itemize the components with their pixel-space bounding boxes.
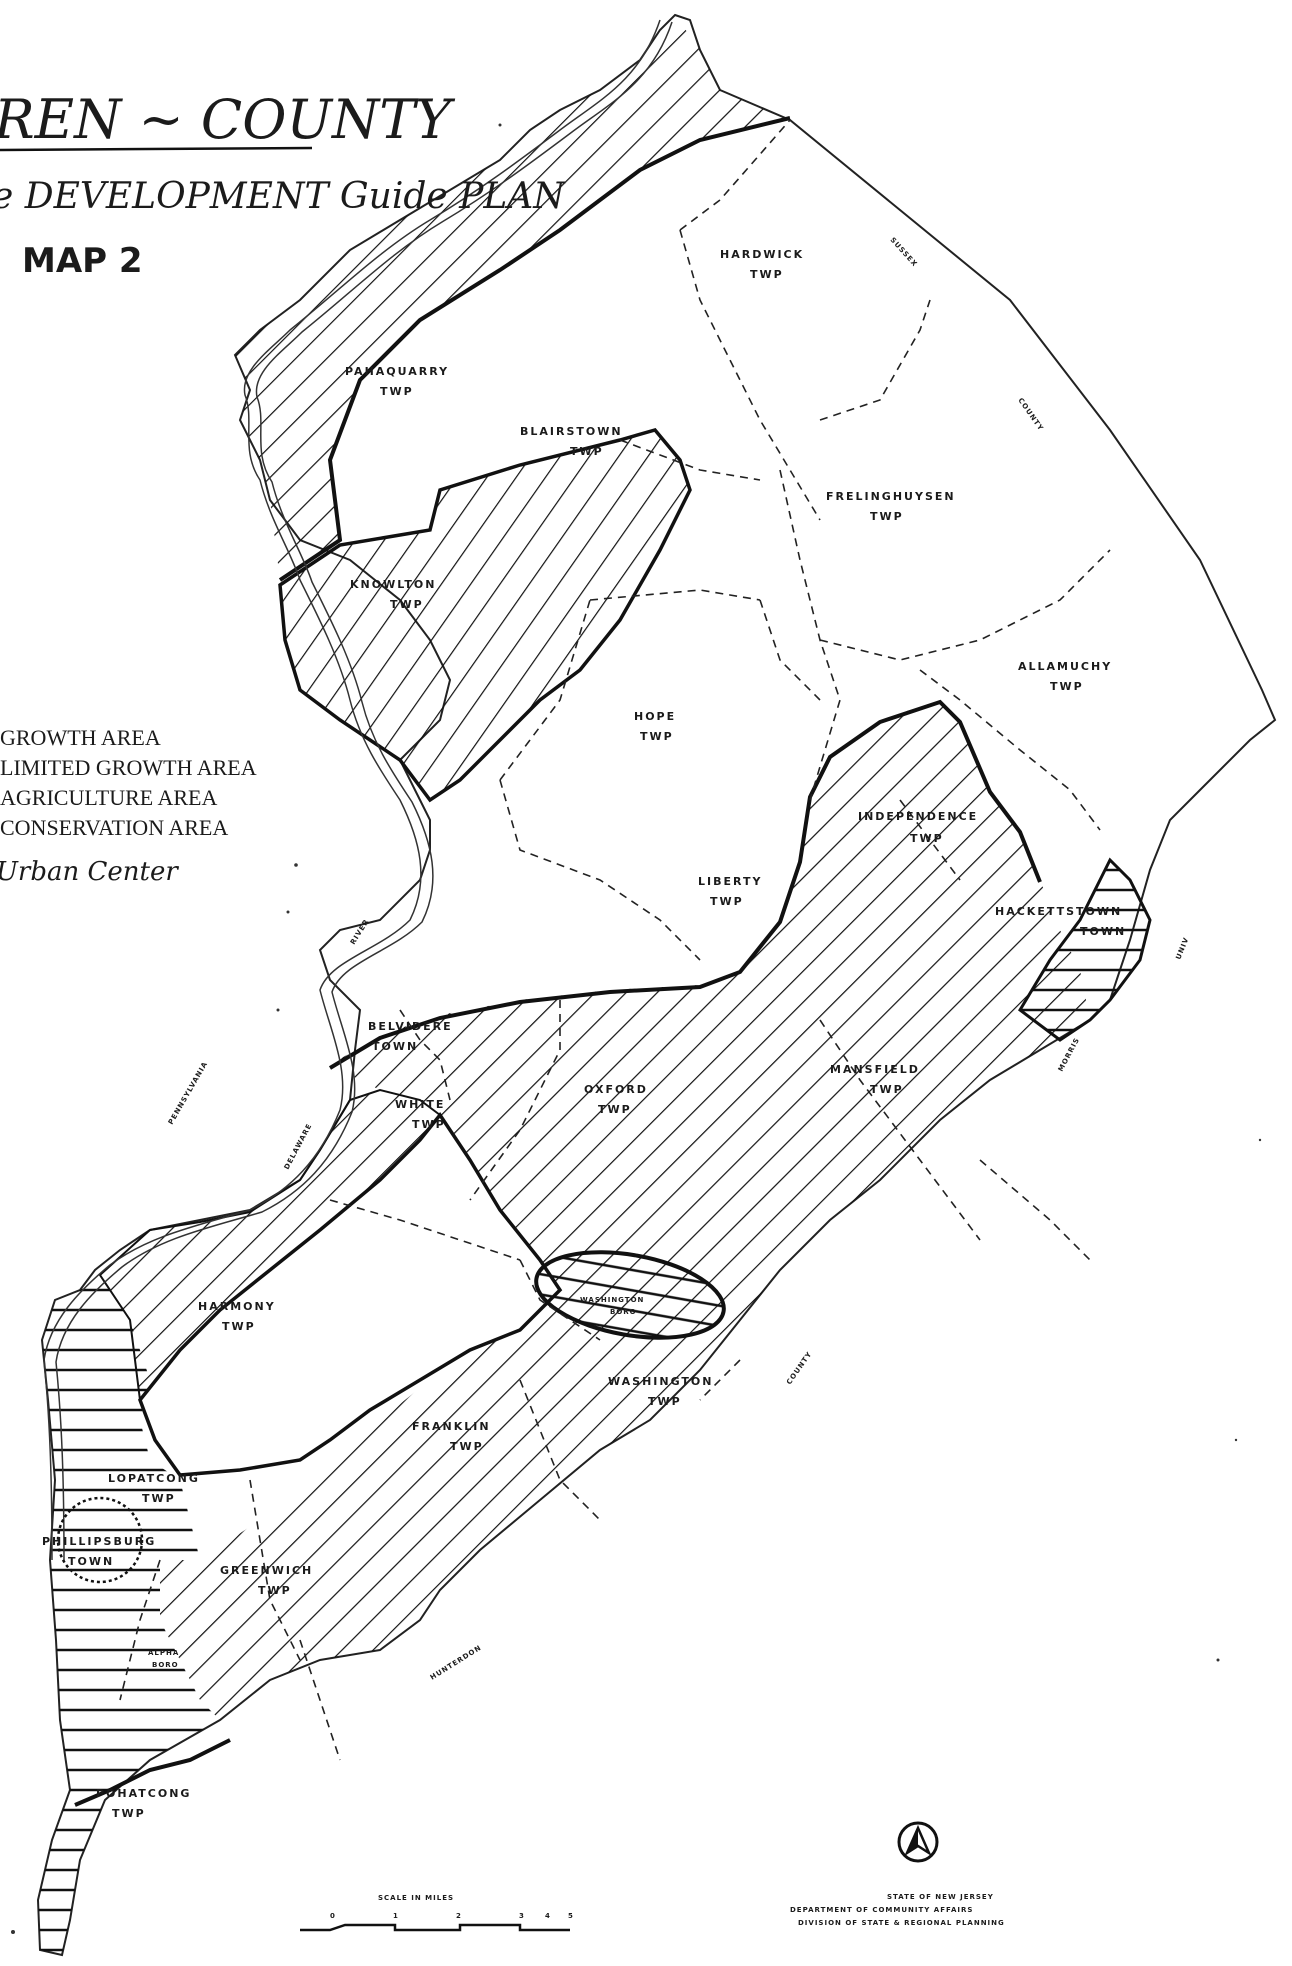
label-phillipsburg: PHILLIPSBURG	[42, 1535, 156, 1548]
label-independence-twp: TWP	[910, 832, 944, 845]
label-harmony: HARMONY	[198, 1300, 276, 1313]
scale-tick-0: 0	[330, 1912, 336, 1920]
label-franklin: FRANKLIN	[412, 1420, 491, 1433]
label-hackettstown: HACKETTSTOWN	[995, 905, 1122, 918]
map-title: REN ~ COUNTY	[0, 88, 455, 151]
map-number: MAP 2	[22, 241, 143, 281]
label-mansfield: MANSFIELD	[830, 1063, 920, 1076]
label-univ: UNIV	[1174, 936, 1190, 961]
conservation-area-central	[160, 700, 1090, 1720]
label-belvidere-town: TOWN	[372, 1040, 418, 1053]
label-hope: HOPE	[634, 710, 676, 723]
legend-conservation-area: CONSERVATION AREA	[0, 815, 228, 840]
conservation-area-pahaquarry	[235, 15, 790, 580]
label-county-se: COUNTY	[785, 1350, 814, 1386]
scale-tick-5: 5	[568, 1912, 574, 1920]
label-washington-twp: WASHINGTON	[608, 1375, 713, 1388]
label-blairstown: BLAIRSTOWN	[520, 425, 623, 438]
label-greenwich-twp: TWP	[258, 1584, 292, 1597]
label-alpha-boro: BORO	[152, 1661, 179, 1669]
label-liberty-twp: TWP	[710, 895, 744, 908]
label-pennsylvania: PENNSYLVANIA	[167, 1060, 210, 1126]
scale-ticks: 0 1 2 3 4 5	[330, 1912, 574, 1920]
label-lopatcong: LOPATCONG	[108, 1472, 200, 1485]
label-washington-twp-type: TWP	[648, 1395, 682, 1408]
legend-limited-growth-area: LIMITED GROWTH AREA	[0, 755, 257, 780]
growth-area-hackettstown	[1018, 857, 1152, 1042]
north-arrow-icon	[897, 1821, 939, 1863]
label-harmony-twp: TWP	[222, 1320, 256, 1333]
scale-bar: SCALE IN MILES 0 1 2 3 4 5	[300, 1894, 574, 1932]
label-washington-boro-type: BORO	[610, 1308, 637, 1316]
label-franklin-twp: TWP	[450, 1440, 484, 1453]
label-blairstown-twp: TWP	[570, 445, 604, 458]
scale-tick-2: 2	[456, 1912, 462, 1920]
label-white: WHITE	[395, 1098, 445, 1111]
municipal-boundaries	[119, 119, 1111, 1761]
label-morris: MORRIS	[1057, 1036, 1082, 1073]
legend-agriculture-area: AGRICULTURE AREA	[0, 785, 217, 810]
label-greenwich: GREENWICH	[220, 1564, 313, 1577]
label-hackettstown-town: TOWN	[1080, 925, 1126, 938]
label-belvidere: BELVIDERE	[368, 1020, 453, 1033]
label-frelinghuysen: FRELINGHUYSEN	[826, 490, 956, 503]
label-hope-twp: TWP	[640, 730, 674, 743]
urban-center-phillipsburg	[56, 1496, 144, 1584]
label-pahaquarry: PAHAQUARRY	[345, 365, 449, 378]
label-allamuchy: ALLAMUCHY	[1018, 660, 1112, 673]
credit-division: DIVISION OF STATE & REGIONAL PLANNING	[798, 1919, 1005, 1927]
label-alpha: ALPHA	[148, 1649, 179, 1657]
growth-area-washington-boro	[534, 1250, 726, 1340]
conservation-area-harmony	[98, 1088, 442, 1403]
label-pohatcong: POHATCONG	[96, 1787, 191, 1800]
legend-urban-center: Urban Center	[0, 857, 179, 887]
conservation-area-knowlton	[278, 428, 692, 803]
credit-department: DEPARTMENT OF COMMUNITY AFFAIRS	[790, 1906, 973, 1914]
label-phillipsburg-town: TOWN	[68, 1555, 114, 1568]
label-pahaquarry-twp: TWP	[380, 385, 414, 398]
label-knowlton: KNOWLTON	[350, 578, 436, 591]
label-washington-boro: WASHINGTON	[580, 1296, 644, 1304]
credits: STATE OF NEW JERSEY DEPARTMENT OF COMMUN…	[790, 1893, 1005, 1927]
map-speckles	[11, 123, 1262, 1934]
label-allamuchy-twp: TWP	[1050, 680, 1084, 693]
scale-tick-4: 4	[545, 1912, 551, 1920]
label-independence: INDEPENDENCE	[858, 810, 978, 823]
label-pohatcong-twp: TWP	[112, 1807, 146, 1820]
municipality-labels: HARDWICK TWP PAHAQUARRY TWP BLAIRSTOWN T…	[42, 248, 1126, 1820]
label-frelinghuysen-twp: TWP	[870, 510, 904, 523]
scale-tick-1: 1	[393, 1912, 399, 1920]
label-knowlton-twp: TWP	[390, 598, 424, 611]
label-lopatcong-twp: TWP	[142, 1492, 176, 1505]
scale-tick-3: 3	[519, 1912, 525, 1920]
legend-growth-area: GROWTH AREA	[0, 725, 161, 750]
label-oxford-twp: TWP	[598, 1103, 632, 1116]
scale-title: SCALE IN MILES	[378, 1894, 454, 1902]
label-hardwick: HARDWICK	[720, 248, 804, 261]
credit-state: STATE OF NEW JERSEY	[887, 1893, 994, 1901]
label-mansfield-twp: TWP	[870, 1083, 904, 1096]
label-liberty: LIBERTY	[698, 875, 762, 888]
map-subtitle: e DEVELOPMENT Guide PLAN	[0, 176, 566, 217]
delaware-river	[43, 19, 673, 1563]
label-hardwick-twp: TWP	[750, 268, 784, 281]
label-hunterdon: HUNTERDON	[429, 1644, 483, 1682]
label-white-twp: TWP	[412, 1118, 446, 1131]
growth-area-phillipsburg	[38, 1275, 220, 1955]
legend: GROWTH AREA LIMITED GROWTH AREA AGRICULT…	[0, 725, 257, 887]
title-underline	[0, 146, 313, 152]
label-oxford: OXFORD	[584, 1083, 648, 1096]
